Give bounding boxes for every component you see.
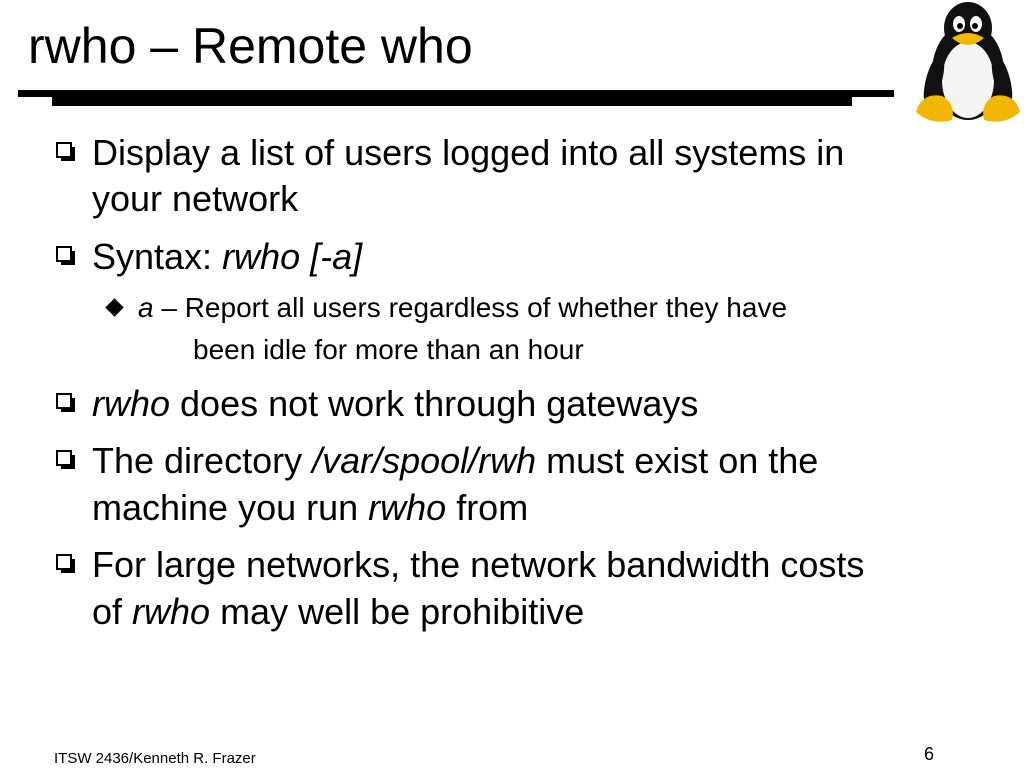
bullet-text: Display a list of users logged into all … [92, 132, 845, 173]
checkbox-bullet-icon [56, 393, 75, 412]
title-underline-thick [52, 90, 852, 106]
bullet-text: Syntax: [92, 236, 223, 277]
bullet-item: For large networks, the network bandwidt… [56, 542, 865, 588]
bullet-continuation: machine you run rwho from [92, 485, 528, 531]
checkbox-bullet-icon [56, 246, 75, 265]
bullet-text: your network [92, 178, 299, 219]
bullet-item: Syntax: rwho [-a] [56, 234, 363, 280]
bullet-text: from [446, 487, 529, 528]
command-name: rwho [368, 487, 447, 528]
page-number: 6 [924, 744, 935, 764]
sub-bullet-continuation: been idle for more than an hour [193, 330, 584, 370]
bullet-continuation: of rwho may well be prohibitive [92, 589, 584, 635]
bullet-text: must exist on the [536, 440, 819, 481]
sub-bullet-text: – Report all users regardless of whether… [153, 292, 788, 323]
checkbox-bullet-icon [56, 450, 75, 469]
bullet-item: rwho does not work through gateways [56, 381, 699, 427]
checkbox-bullet-icon [56, 142, 75, 161]
checkbox-bullet-icon [56, 554, 75, 573]
bullet-text: may well be prohibitive [210, 591, 585, 632]
directory-path: /var/spool/rwh [312, 440, 537, 481]
sub-bullet-text: been idle for more than an hour [193, 334, 584, 365]
bullet-text: For large networks, the network bandwidt… [92, 544, 865, 585]
tux-penguin-icon [916, 2, 1020, 122]
bullet-item: The directory /var/spool/rwh must exist … [56, 438, 819, 484]
command-name: rwho [132, 591, 211, 632]
bullet-text: The directory [92, 440, 313, 481]
bullet-text: machine you run [92, 487, 369, 528]
command-name: rwho [92, 383, 171, 424]
bullet-text: does not work through gateways [170, 383, 699, 424]
bullet-item: Display a list of users logged into all … [56, 130, 845, 176]
footer-course: ITSW 2436/Kenneth R. Frazer [54, 750, 256, 767]
bullet-text: of [92, 591, 133, 632]
command-syntax: rwho [-a] [222, 236, 363, 277]
slide-title: rwho – Remote who [28, 18, 473, 74]
sub-bullet-item: a – Report all users regardless of wheth… [105, 288, 788, 328]
option-flag: a [138, 292, 154, 323]
bullet-continuation: your network [92, 176, 298, 222]
diamond-bullet-icon [105, 298, 124, 317]
